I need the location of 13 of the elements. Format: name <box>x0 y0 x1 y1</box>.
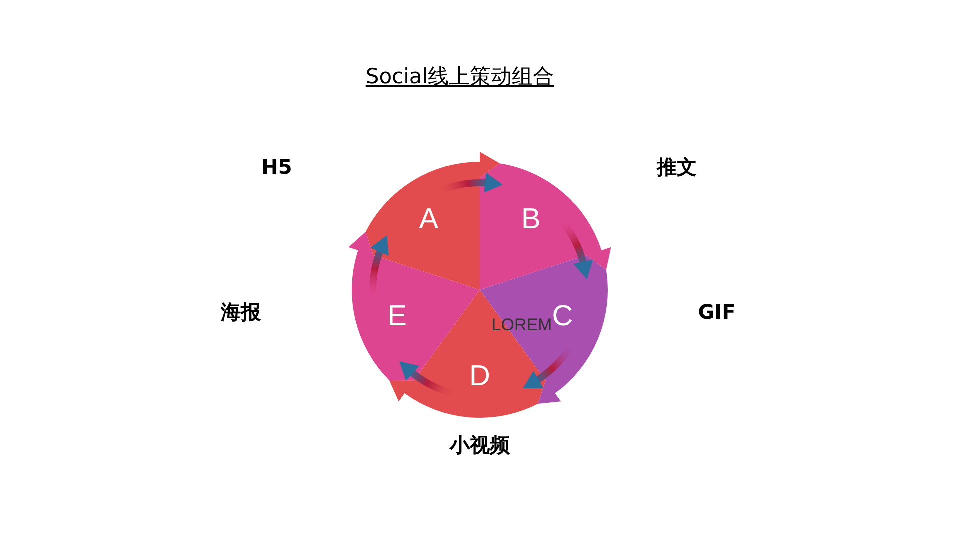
side-label: H5 <box>262 155 292 179</box>
side-label: 小视频 <box>450 433 510 457</box>
side-label: 推文 <box>657 155 697 179</box>
slice-letter: A <box>419 205 439 234</box>
slice-letter: D <box>470 362 490 392</box>
title: Social线上策动组合 <box>366 64 554 90</box>
pie-slice <box>480 163 612 290</box>
slice-letter: E <box>388 302 407 332</box>
pie-slice <box>365 152 501 290</box>
slice-letter: C <box>552 302 574 332</box>
side-label: 海报 <box>221 300 261 324</box>
side-label: GIF <box>698 300 736 324</box>
slice-letter: B <box>521 205 541 234</box>
